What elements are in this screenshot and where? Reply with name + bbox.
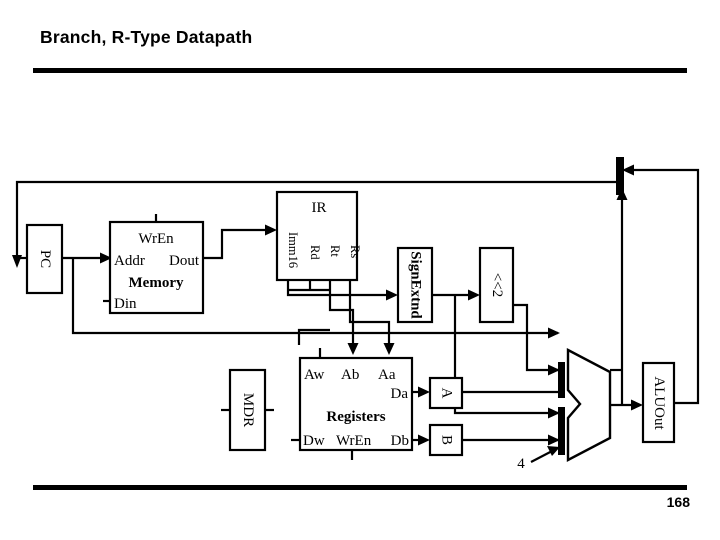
reg-b-label: B — [439, 435, 455, 445]
signextend-to-shiftleft-wire — [432, 289, 480, 301]
ir-field-imm16-label: Imm16 — [286, 232, 300, 268]
memory-din-label: Din — [114, 296, 137, 312]
ir-field-rt-label: Rt — [328, 245, 342, 257]
pc-register-block: PC — [25, 223, 64, 295]
reg-a-block: A — [428, 376, 464, 410]
pc-label: PC — [37, 250, 53, 268]
sign-extend-label: SignExtnd — [408, 251, 424, 319]
memory-wren-label: WrEn — [138, 231, 174, 247]
alu-shape — [566, 348, 612, 462]
ir-imm16-to-signextend-wire — [286, 280, 398, 301]
alu-input-a-mux-bar — [558, 362, 565, 398]
registers-aa-label: Aa — [378, 367, 396, 383]
shift-left-two-block: <<2 — [478, 246, 515, 324]
aluout-to-pcmux-wire — [622, 164, 700, 405]
reg-b-to-alu-wire — [462, 434, 560, 446]
ir-rt-to-registers-ab-wire — [328, 280, 359, 355]
registers-da-to-a-wire — [412, 386, 430, 398]
ir-rs-to-registers-aa-wire — [348, 280, 395, 355]
mdr-label: MDR — [240, 393, 256, 427]
ir-title-label: IR — [312, 200, 327, 216]
registers-name-label: Registers — [326, 409, 385, 425]
alu-out-register-block: ALUOut — [641, 361, 676, 444]
registers-dw-label: Dw — [303, 433, 325, 449]
ir-field-rd-label: Rd — [308, 245, 322, 260]
registers-wren-label: WrEn — [336, 433, 372, 449]
pc-source-mux-bar — [616, 157, 624, 195]
mdr-register-block: MDR — [228, 368, 267, 452]
memory-dout-to-ir-wire — [203, 224, 277, 260]
reg-a-label: A — [439, 388, 455, 399]
alu-result-to-pcmux-wire — [616, 188, 628, 405]
shiftleft-to-alu-mux-wire — [513, 303, 558, 372]
signextend-alu-arrowhead — [548, 407, 560, 419]
registers-aw-label: Aw — [304, 367, 324, 383]
signextend-to-alu-mux-wire — [453, 295, 558, 415]
registers-ab-label: Ab — [341, 367, 359, 383]
memory-name-label: Memory — [129, 275, 184, 291]
footer-divider-rule — [33, 485, 687, 490]
page-number: 168 — [666, 494, 690, 510]
constant-four-wire — [530, 446, 560, 463]
memory-addr-label: Addr — [114, 253, 145, 269]
ir-rt-to-registers-aw-wire — [297, 328, 330, 345]
title-divider-rule — [33, 68, 687, 73]
ir-field-rs-label: Rs — [348, 245, 362, 258]
pc-to-alu-bus-wire — [71, 258, 560, 339]
registers-db-label: Db — [391, 433, 409, 449]
pc-to-memory-addr-wire — [62, 252, 112, 264]
alu-out-label: ALUOut — [651, 376, 667, 430]
memory-dout-label: Dout — [169, 253, 200, 269]
memory-block: WrEn Addr Dout Memory Din — [108, 220, 205, 315]
sign-extend-block: SignExtnd — [396, 246, 434, 324]
registers-da-label: Da — [391, 386, 409, 402]
alu-input-b-mux-bar — [558, 407, 565, 455]
reg-b-block: B — [428, 423, 464, 457]
ir-register-block: IR Imm16 Rd Rt Rs — [275, 190, 362, 282]
pc-feedback-wire — [12, 180, 620, 268]
page-title: Branch, R-Type Datapath — [40, 27, 253, 47]
shift-left-two-label: <<2 — [489, 273, 505, 297]
constant-four-label: 4 — [517, 456, 525, 472]
registers-db-to-b-wire — [412, 434, 430, 446]
shiftleft-alu-arrowhead — [548, 364, 560, 376]
alu-to-aluout-wire — [610, 399, 643, 411]
registers-block: Aw Ab Aa Da Registers Dw WrEn Db — [298, 356, 414, 452]
